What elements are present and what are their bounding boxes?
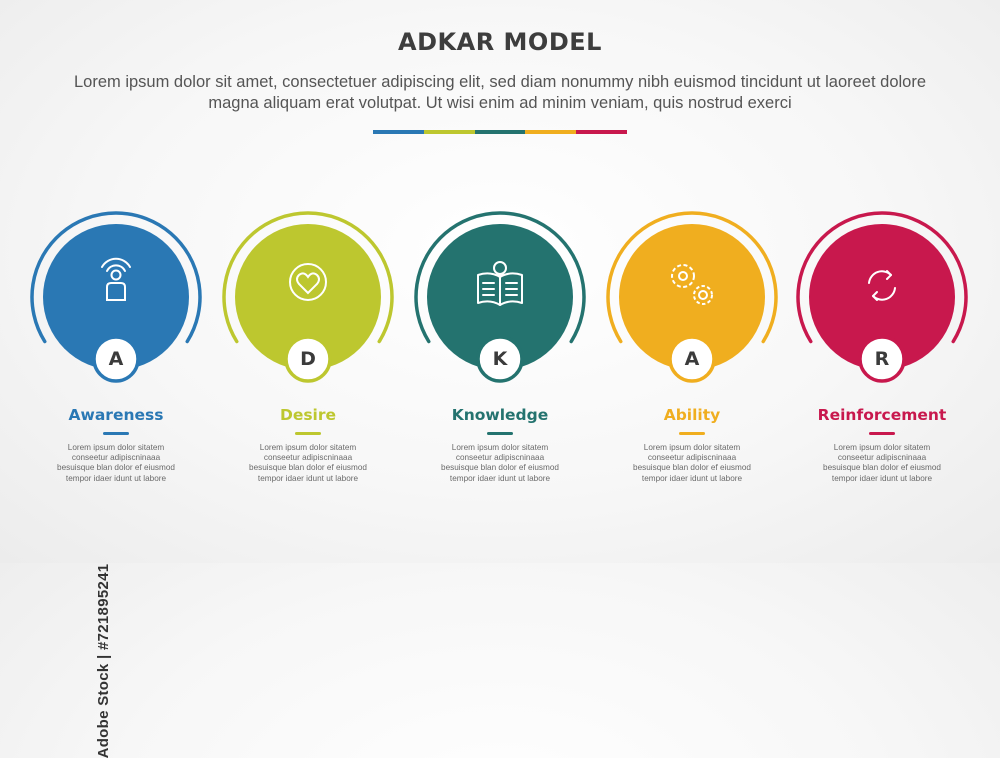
divider-segment: [525, 130, 577, 134]
person-signal-icon: [101, 257, 131, 301]
stage-letter: R: [874, 348, 890, 370]
heart-circle-icon: [289, 263, 327, 301]
stage-label: Knowledge: [451, 406, 549, 424]
stock-watermark: Adobe Stock | #721895241: [94, 563, 112, 758]
book-bulb-icon: [477, 261, 523, 306]
stage-knowledge: K Knowledge Lorem ipsum dolor sitatem co…: [405, 0, 595, 563]
stage-ability: A Ability Lorem ipsum dolor sitatem cons…: [597, 0, 787, 563]
divider-segment: [423, 130, 475, 134]
stage-circle: [222, 211, 394, 383]
stage-label: Desire: [279, 406, 337, 424]
stage-description: Lorem ipsum dolor sitatem conseetur adip…: [249, 443, 367, 483]
stage-circle: [414, 211, 586, 383]
stage-circle: [606, 211, 778, 383]
gears-icon: [671, 264, 695, 288]
color-divider: [373, 130, 627, 134]
divider-segment: [373, 130, 424, 134]
stage-letter: A: [684, 348, 700, 370]
label-underline: [869, 432, 895, 435]
gears-icon-inner: [678, 271, 708, 300]
stage-description: Lorem ipsum dolor sitatem conseetur adip…: [633, 443, 751, 483]
stage-circle: [30, 211, 202, 383]
stage-desire: D Desire Lorem ipsum dolor sitatem conse…: [213, 0, 403, 563]
stage-label: Awareness: [68, 406, 164, 424]
page-title: ADKAR MODEL: [398, 28, 602, 56]
label-underline: [487, 432, 513, 435]
divider-segment: [474, 130, 526, 134]
stage-description: Lorem ipsum dolor sitatem conseetur adip…: [823, 443, 941, 483]
page-subtitle: Lorem ipsum dolor sit amet, consectetuer…: [73, 73, 927, 112]
stage-description: Lorem ipsum dolor sitatem conseetur adip…: [441, 443, 559, 483]
label-underline: [103, 432, 129, 435]
divider-segment: [576, 130, 627, 134]
stage-label: Reinforcement: [817, 406, 947, 424]
stage-description: Lorem ipsum dolor sitatem conseetur adip…: [57, 443, 175, 483]
stage-label: Ability: [663, 406, 721, 424]
refresh-cycle-icon: [868, 270, 896, 301]
label-underline: [679, 432, 705, 435]
gears-icon-small: [693, 285, 713, 305]
stage-letter: A: [108, 348, 124, 370]
label-underline: [295, 432, 321, 435]
stage-awareness: A Awareness Lorem ipsum dolor sitatem co…: [21, 0, 211, 563]
stage-letter: D: [300, 348, 316, 370]
stage-reinforcement: R Reinforcement Lorem ipsum dolor sitate…: [787, 0, 977, 563]
stage-letter: K: [492, 348, 508, 370]
stage-circle: [796, 211, 968, 383]
